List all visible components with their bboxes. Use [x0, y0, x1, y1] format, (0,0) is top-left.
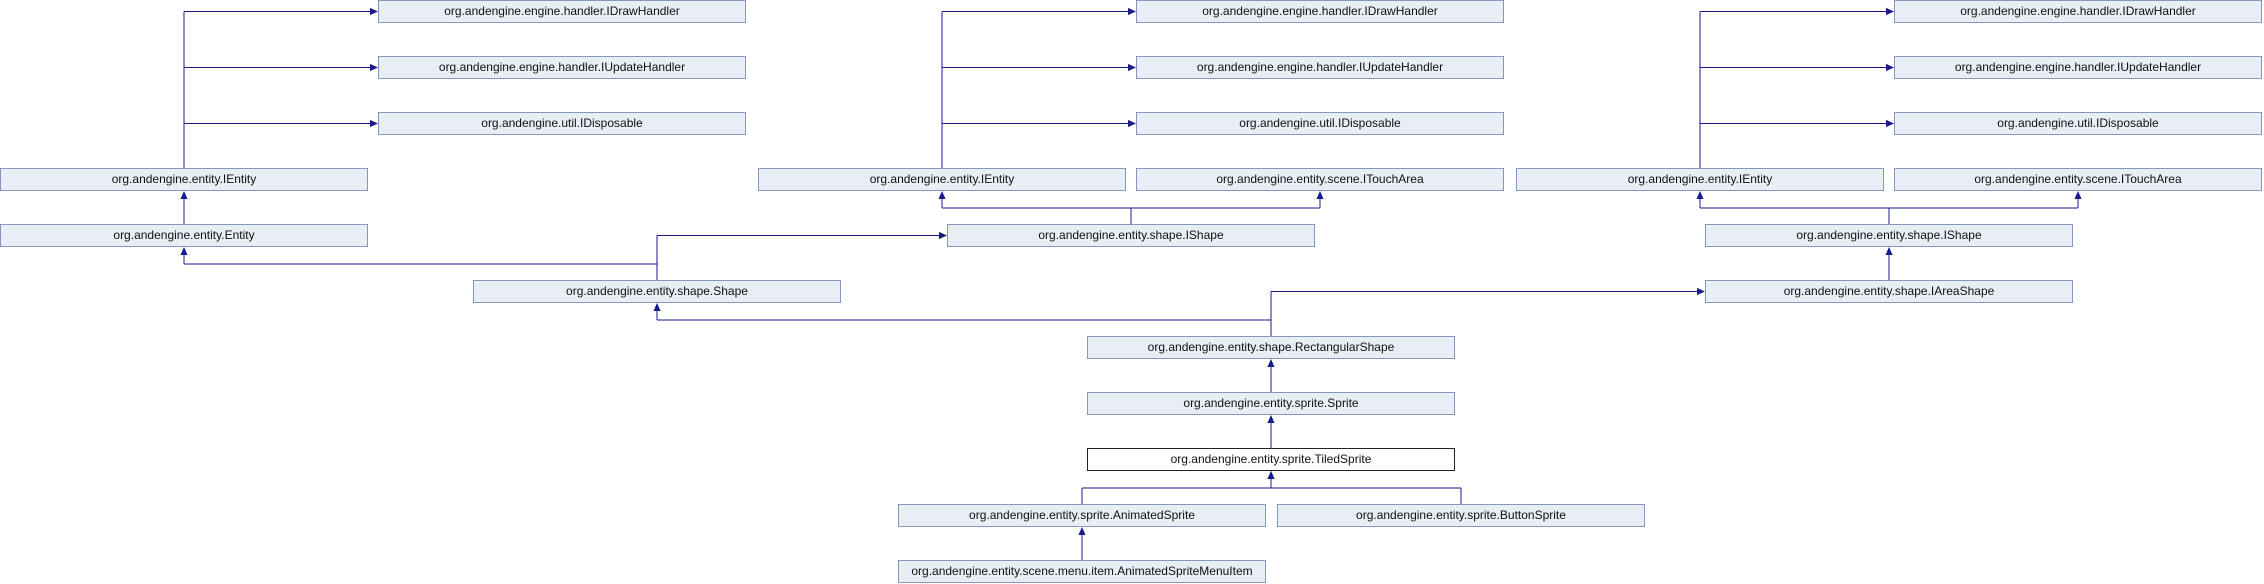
- edge-ishape2-to-itouch2-arrow: [1316, 191, 1324, 199]
- edge-ishape2-to-ientity2-arrow: [938, 191, 946, 199]
- edge-shape-to-ishape2-arrow: [939, 231, 947, 240]
- edge-ientity3-to-iupd3-arrow: [1886, 63, 1894, 72]
- node-ishape[interactable]: org.andengine.entity.shape.IShape: [947, 224, 1315, 247]
- node-ientity[interactable]: org.andengine.entity.IEntity: [758, 168, 1126, 191]
- node-ientity[interactable]: org.andengine.entity.IEntity: [0, 168, 368, 191]
- node-idrawhandler[interactable]: org.andengine.engine.handler.IDrawHandle…: [1136, 0, 1504, 23]
- edge-ientity1-to-idisp1-arrow: [370, 119, 378, 128]
- edge-tiled-to-sprite-arrow: [1267, 415, 1275, 423]
- node-ientity[interactable]: org.andengine.entity.IEntity: [1516, 168, 1884, 191]
- edge-ientity3-to-idisp3-arrow: [1886, 119, 1894, 128]
- edge-sprite-to-rect-arrow: [1267, 359, 1275, 367]
- node-iupdatehandler[interactable]: org.andengine.engine.handler.IUpdateHand…: [1136, 56, 1504, 79]
- edge-menuitem-to-animated-arrow: [1078, 527, 1086, 535]
- edge-entity-to-ientity1-arrow: [180, 191, 188, 199]
- node-idisposable[interactable]: org.andengine.util.IDisposable: [1894, 112, 2262, 135]
- node-ishape[interactable]: org.andengine.entity.shape.IShape: [1705, 224, 2073, 247]
- edge-ientity2-to-idraw2-arrow: [1128, 7, 1136, 16]
- edge-ientity3-to-idraw3-arrow: [1886, 7, 1894, 16]
- edge-ishape3-to-itouch3-arrow: [2074, 191, 2082, 199]
- node-animatedspritemenuitem[interactable]: org.andengine.entity.scene.menu.item.Ani…: [898, 560, 1266, 583]
- edge-ientity2-to-idisp2-arrow: [1128, 119, 1136, 128]
- node-buttonsprite[interactable]: org.andengine.entity.sprite.ButtonSprite: [1277, 504, 1645, 527]
- edge-shape-to-entity-arrow: [180, 247, 188, 255]
- node-itoucharea[interactable]: org.andengine.entity.scene.ITouchArea: [1894, 168, 2262, 191]
- node-tiledsprite-current: org.andengine.entity.sprite.TiledSprite: [1087, 448, 1455, 471]
- edge-ientity2-to-iupd2-arrow: [1128, 63, 1136, 72]
- node-rectangularshape[interactable]: org.andengine.entity.shape.RectangularSh…: [1087, 336, 1455, 359]
- node-entity[interactable]: org.andengine.entity.Entity: [0, 224, 368, 247]
- node-idrawhandler[interactable]: org.andengine.engine.handler.IDrawHandle…: [378, 0, 746, 23]
- edge-rect-to-shape-arrow: [653, 303, 661, 311]
- edge-button-to-tiled-arrow: [1267, 471, 1275, 479]
- edge-ientity1-to-iupd1-arrow: [370, 63, 378, 72]
- edge-ientity1-to-idraw1-arrow: [370, 7, 378, 16]
- node-idisposable[interactable]: org.andengine.util.IDisposable: [1136, 112, 1504, 135]
- node-iupdatehandler[interactable]: org.andengine.engine.handler.IUpdateHand…: [1894, 56, 2262, 79]
- edge-iarea3-to-ishape3-arrow: [1885, 247, 1893, 255]
- node-animatedsprite[interactable]: org.andengine.entity.sprite.AnimatedSpri…: [898, 504, 1266, 527]
- node-sprite[interactable]: org.andengine.entity.sprite.Sprite: [1087, 392, 1455, 415]
- edge-ishape3-to-ientity3-arrow: [1696, 191, 1704, 199]
- node-idisposable[interactable]: org.andengine.util.IDisposable: [378, 112, 746, 135]
- edge-rect-to-iarea3-arrow: [1697, 287, 1705, 296]
- node-idrawhandler[interactable]: org.andengine.engine.handler.IDrawHandle…: [1894, 0, 2262, 23]
- node-itoucharea[interactable]: org.andengine.entity.scene.ITouchArea: [1136, 168, 1504, 191]
- node-iupdatehandler[interactable]: org.andengine.engine.handler.IUpdateHand…: [378, 56, 746, 79]
- node-iareashape[interactable]: org.andengine.entity.shape.IAreaShape: [1705, 280, 2073, 303]
- node-shape[interactable]: org.andengine.entity.shape.Shape: [473, 280, 841, 303]
